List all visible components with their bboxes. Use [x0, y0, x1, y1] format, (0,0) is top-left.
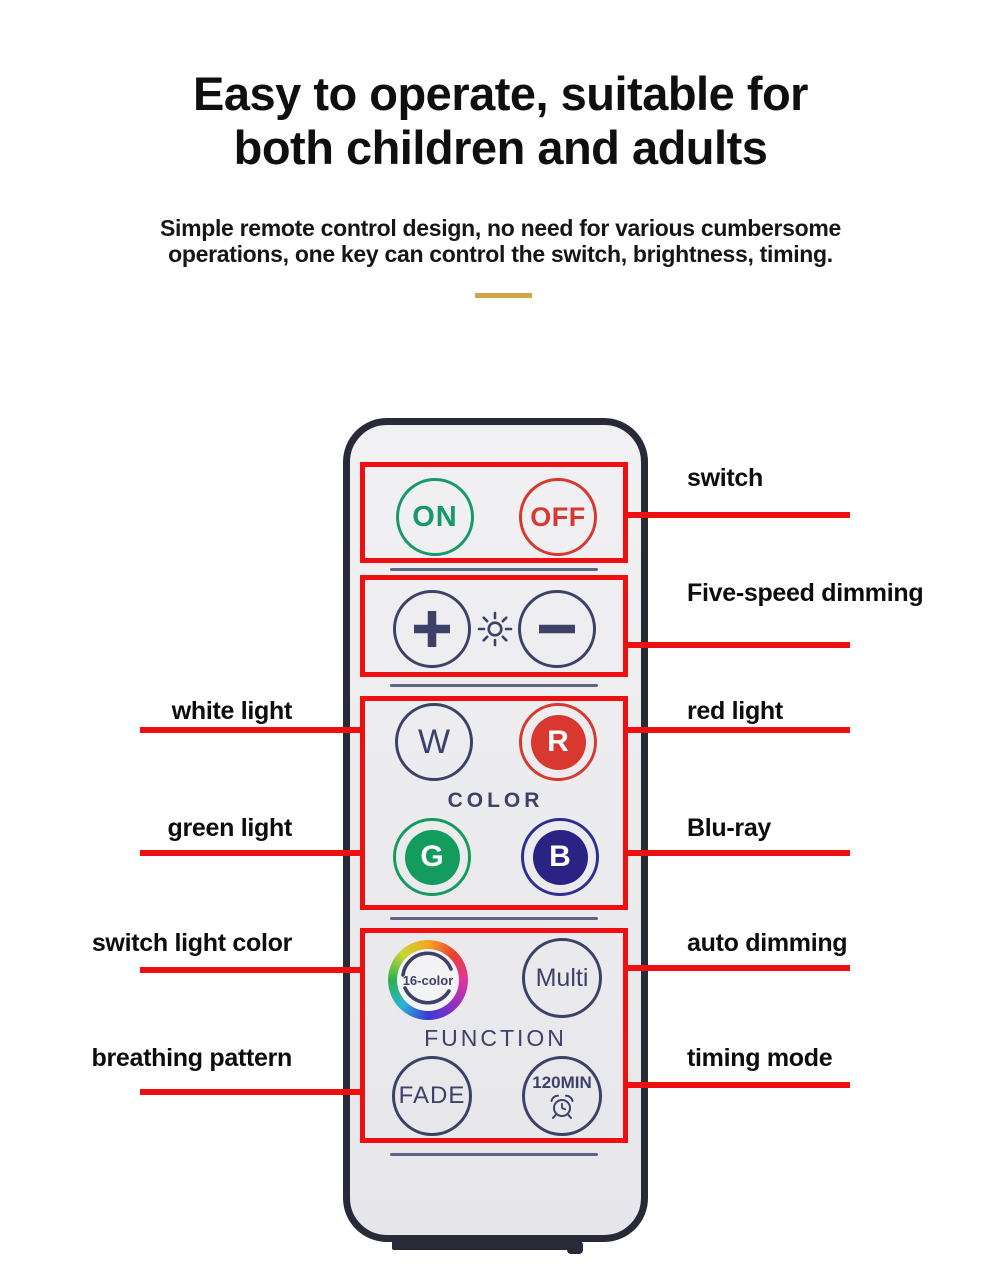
- page-subtitle: Simple remote control design, no need fo…: [0, 215, 1001, 268]
- sixteen-color-button-label: 16-color: [402, 972, 454, 988]
- color-section-label: COLOR: [447, 789, 544, 812]
- brightness-down-button[interactable]: [518, 590, 596, 668]
- annotation-label-white-light: white light: [171, 697, 293, 725]
- leader-line-green-light: [140, 850, 364, 856]
- page-title: Easy to operate, suitable for both child…: [0, 67, 1001, 174]
- leader-line-auto-dimming: [624, 965, 850, 971]
- green-light-button-label: G: [404, 829, 460, 885]
- off-button[interactable]: OFF: [519, 478, 597, 556]
- leader-line-timing-mode: [624, 1082, 850, 1088]
- timer-button-label: 120MIN: [532, 1072, 592, 1092]
- leader-line-breathing-pattern: [140, 1089, 364, 1095]
- leader-line-white-light: [140, 727, 364, 733]
- white-light-button[interactable]: W: [395, 703, 473, 781]
- annotation-label-green-light: green light: [167, 814, 293, 842]
- annotation-label-auto-dimming: auto dimming: [687, 929, 848, 957]
- page-subtitle-line1: Simple remote control design, no need fo…: [159, 215, 842, 241]
- remote-bottom-knob: [567, 1241, 583, 1254]
- plus-icon: [414, 611, 450, 647]
- function-section-label: FUNCTION: [424, 1025, 567, 1051]
- annotation-label-five-speed-dimming: Five-speed dimming: [687, 579, 924, 607]
- fade-button[interactable]: FADE: [392, 1056, 472, 1136]
- leader-line-five-speed: [624, 642, 850, 648]
- multi-button[interactable]: Multi: [522, 938, 602, 1018]
- red-light-button-label: R: [530, 714, 586, 770]
- leader-line-blu-ray: [624, 850, 850, 856]
- annotation-label-blu-ray: Blu-ray: [687, 814, 772, 842]
- annotation-label-switch: switch: [687, 464, 763, 492]
- gold-divider: [475, 293, 532, 298]
- section-divider: [390, 568, 598, 571]
- section-divider: [390, 1153, 598, 1156]
- leader-line-switch: [624, 512, 850, 518]
- minus-icon: [539, 624, 575, 634]
- annotation-label-timing-mode: timing mode: [687, 1044, 833, 1072]
- annotation-label-switch-light-color: switch light color: [91, 929, 292, 957]
- function-group-box: [360, 928, 628, 1143]
- on-button[interactable]: ON: [396, 478, 474, 556]
- page-title-line2: both children and adults: [233, 121, 768, 175]
- remote-bottom-bar: [392, 1240, 568, 1250]
- switch-group-box: [360, 462, 628, 563]
- timer-button[interactable]: 120MIN: [522, 1056, 602, 1136]
- leader-line-red-light: [624, 727, 850, 733]
- rotate-arcs-icon: [401, 951, 453, 1005]
- color-group-box: [360, 696, 628, 910]
- green-light-button[interactable]: G: [393, 818, 471, 896]
- annotation-label-red-light: red light: [687, 697, 783, 725]
- rainbow-ring-icon: [397, 949, 459, 1011]
- section-divider: [390, 917, 598, 920]
- alarm-clock-icon: [550, 1094, 574, 1119]
- page-title-line1: Easy to operate, suitable for: [193, 67, 808, 121]
- leader-line-switch-light-color: [140, 967, 364, 973]
- section-divider: [390, 684, 598, 687]
- sixteen-color-button[interactable]: 16-color: [388, 940, 468, 1020]
- dimming-group-box: [360, 575, 628, 677]
- page-subtitle-line2: operations, one key can control the swit…: [168, 241, 833, 268]
- annotation-label-breathing-pattern: breathing pattern: [91, 1044, 293, 1072]
- blue-light-button[interactable]: B: [521, 818, 599, 896]
- brightness-up-button[interactable]: [393, 590, 471, 668]
- red-light-button[interactable]: R: [519, 703, 597, 781]
- sun-brightness-icon: [477, 611, 513, 647]
- blue-light-button-label: B: [532, 829, 588, 885]
